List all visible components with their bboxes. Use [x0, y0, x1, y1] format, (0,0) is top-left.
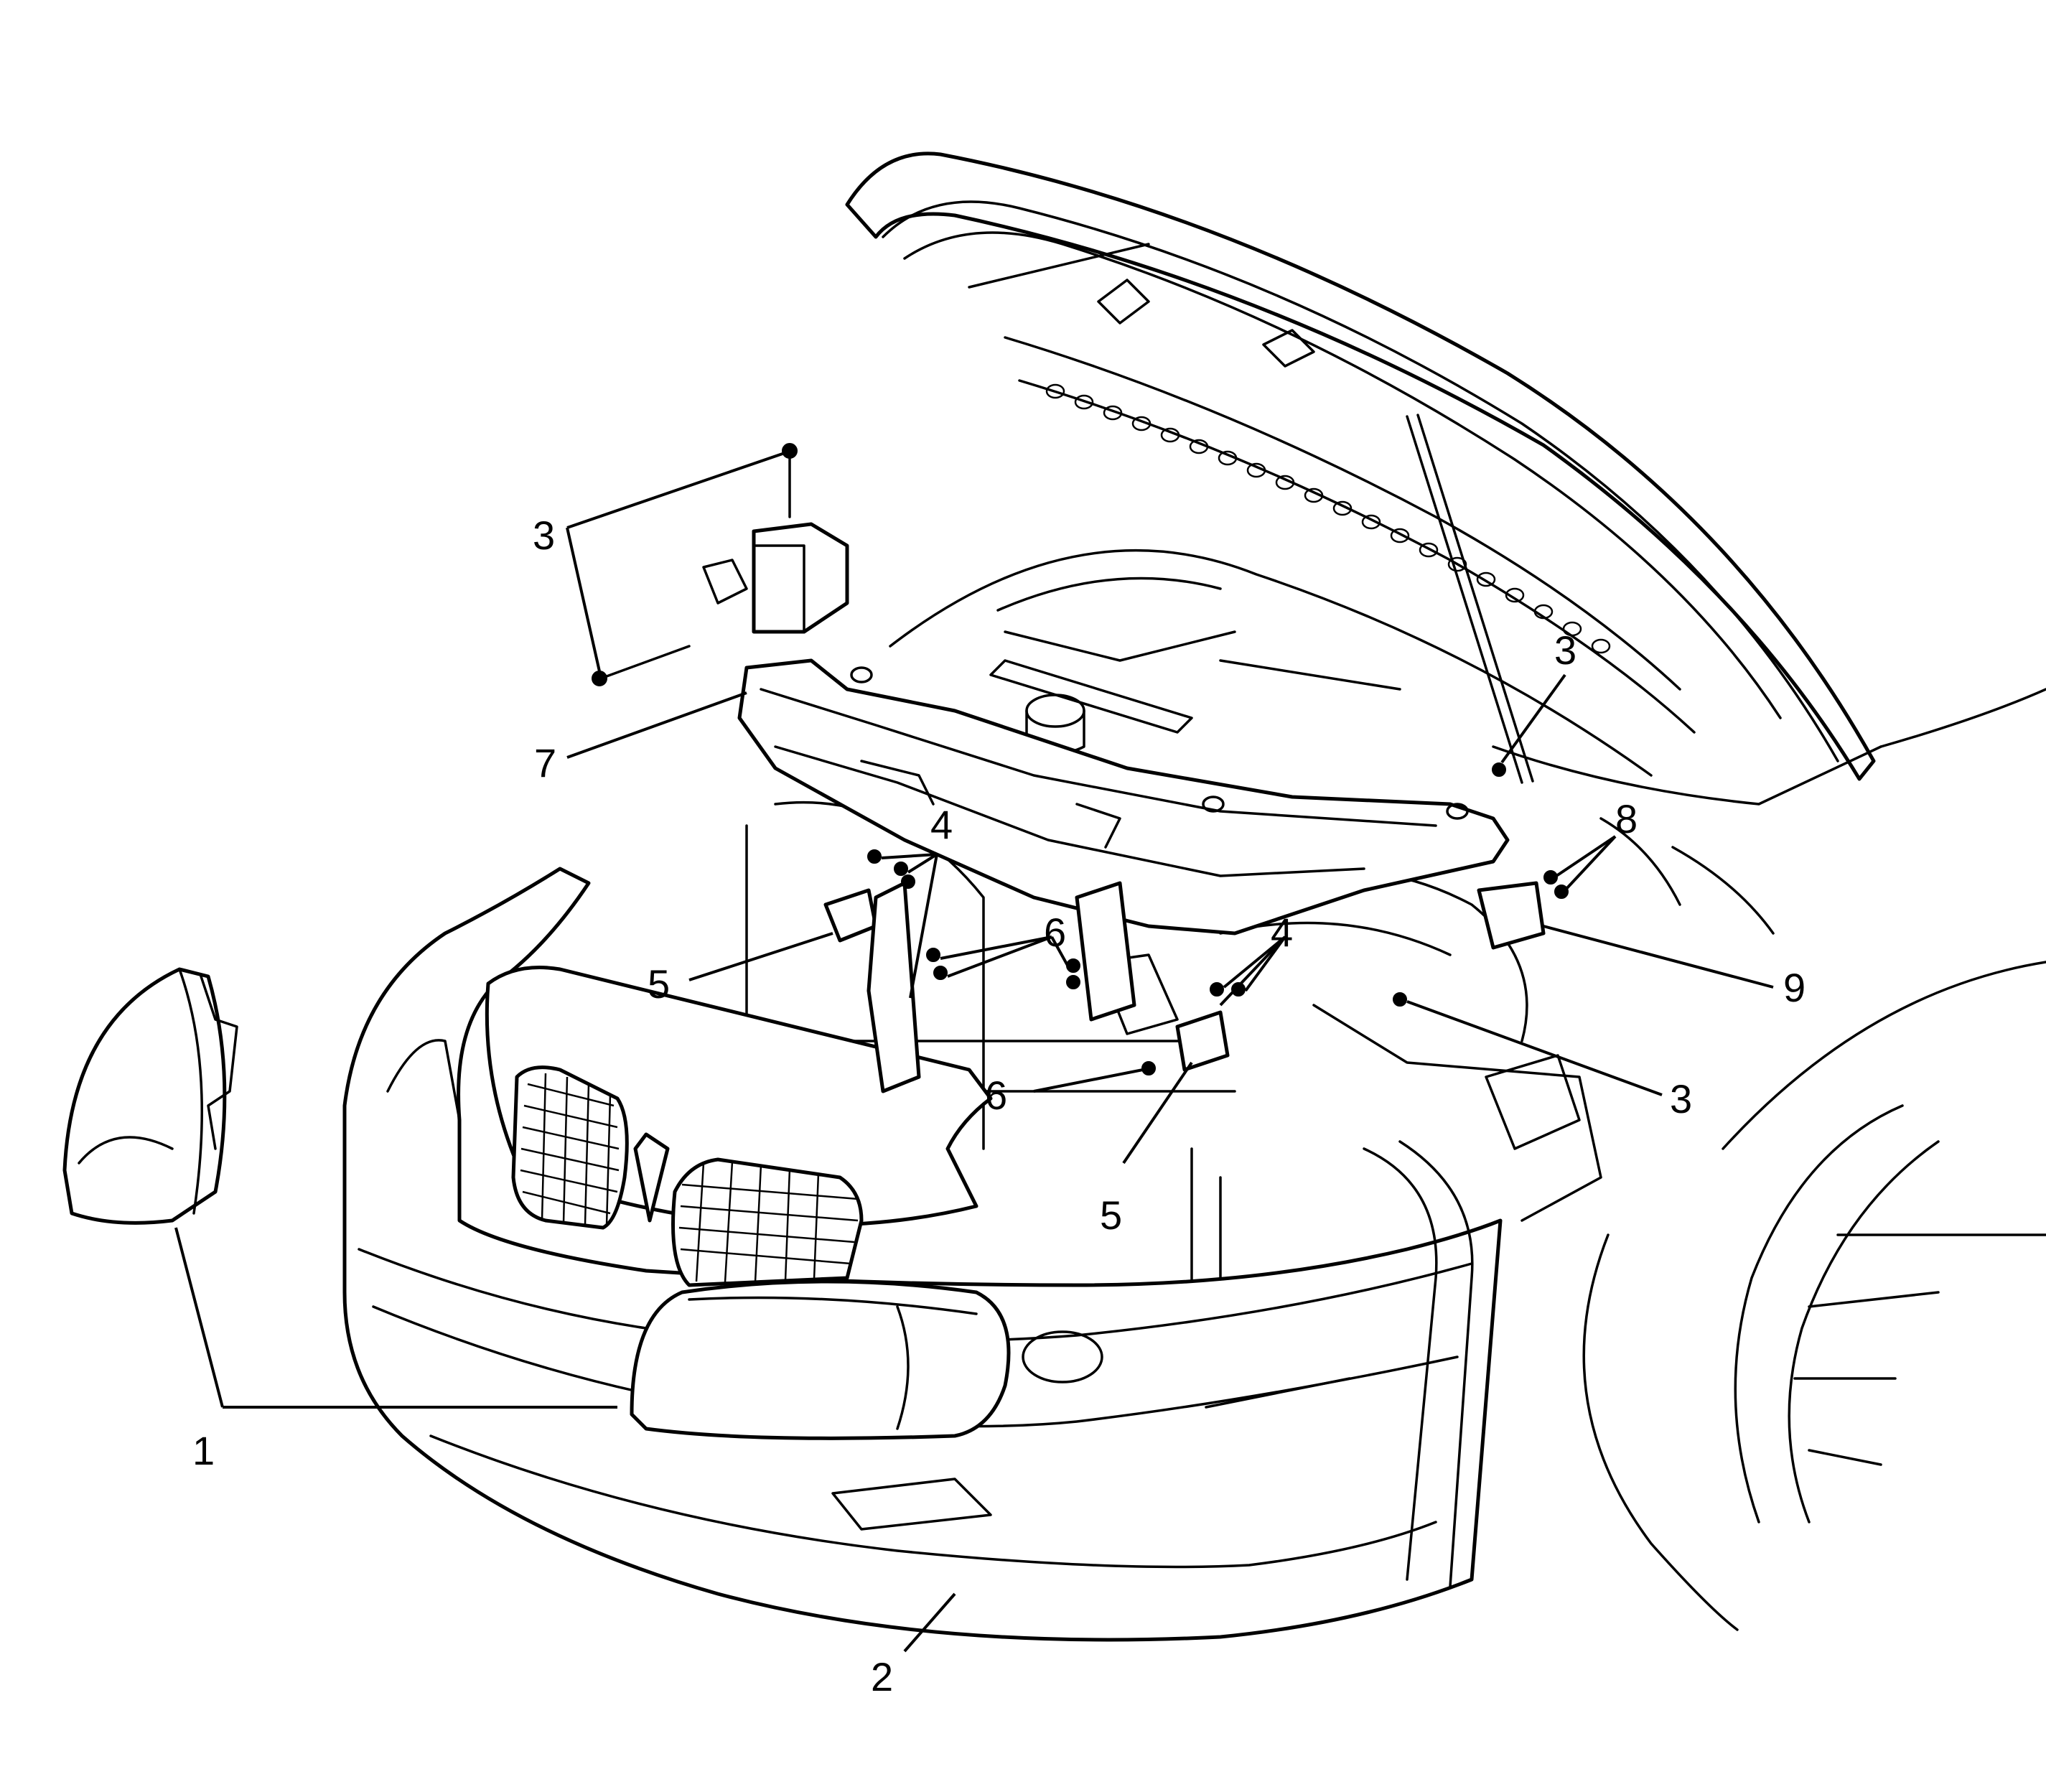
engine-compartment — [745, 549, 1882, 1294]
hood-latch — [1477, 881, 1546, 950]
callout-6-upper: 6 — [1044, 910, 1066, 955]
callout-3-upper-left: 3 — [533, 513, 555, 558]
radiator-support-upper-tie-bar — [702, 522, 1546, 950]
leader-lines — [174, 452, 1774, 1653]
headlamp-right — [630, 1279, 1011, 1440]
callout-8: 8 — [1615, 796, 1638, 841]
hood-strut — [1406, 415, 1523, 784]
hood-reinforcement-holes — [1045, 383, 1611, 654]
callout-7: 7 — [534, 740, 556, 785]
fasteners — [592, 443, 1569, 1075]
hood-assembly — [845, 151, 1876, 784]
callout-4-left: 4 — [930, 802, 953, 847]
callout-5-lower: 5 — [1100, 1193, 1122, 1238]
callout-2: 2 — [871, 1654, 893, 1699]
callout-4-right: 4 — [1271, 910, 1293, 955]
callout-5-left: 5 — [648, 961, 670, 1007]
callout-1: 1 — [192, 1428, 215, 1473]
callout-9: 9 — [1783, 965, 1806, 1010]
grille-right — [671, 1157, 864, 1287]
right-fender-and-tire — [1582, 688, 2046, 1631]
callout-labels: 1 2 3 3 3 4 4 5 5 6 6 7 8 9 — [192, 513, 1806, 1699]
front-fascia — [342, 867, 1503, 1642]
headlamp-left — [62, 967, 238, 1225]
callout-3-lower-right: 3 — [1670, 1076, 1692, 1121]
brand-emblem — [633, 1132, 670, 1223]
fascia-brackets — [823, 881, 1230, 1093]
callout-6-lower: 6 — [985, 1073, 1007, 1118]
callout-3-upper-right: 3 — [1554, 627, 1576, 673]
